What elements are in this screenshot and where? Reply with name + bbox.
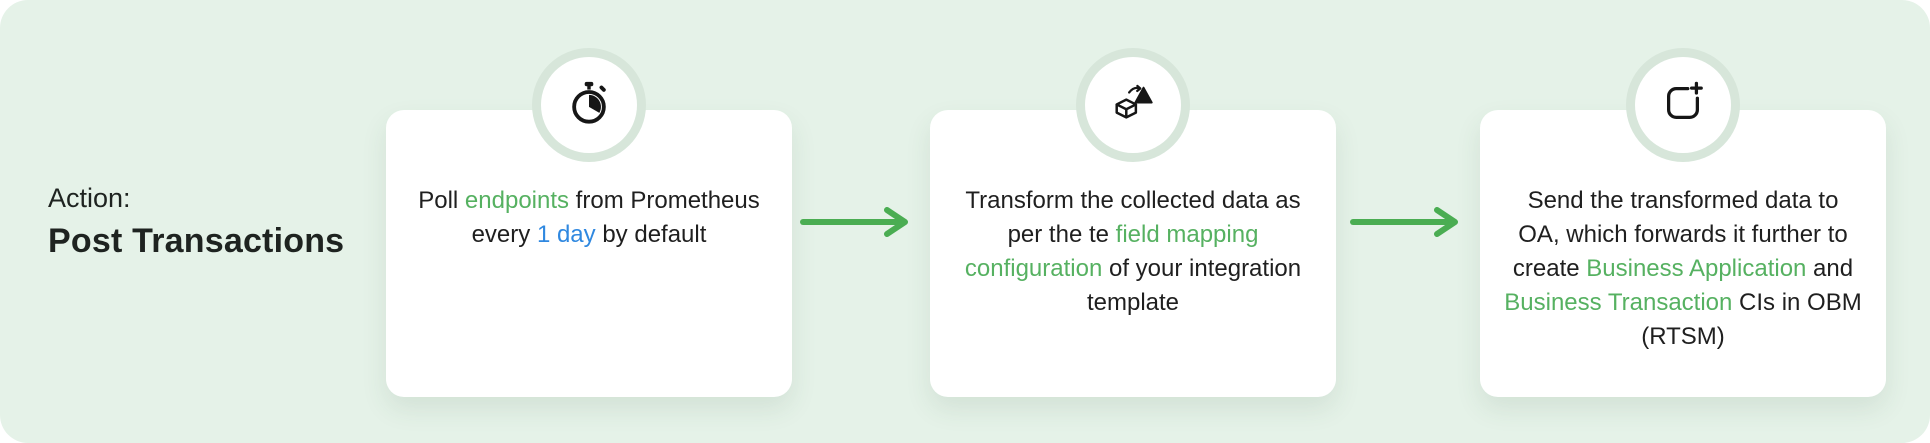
text-segment-highlight: field mapping configuration	[964, 221, 1259, 282]
action-title: Post Transactions	[48, 222, 345, 260]
step-card-send: Send the transformed data to OA, which f…	[1480, 57, 1886, 397]
text-segment: by default	[595, 221, 707, 248]
flow-arrow	[1349, 206, 1467, 243]
text-segment-highlight: Business Transaction	[1504, 289, 1733, 316]
step-text: Transform the collected data as per the …	[930, 110, 1336, 320]
action-label: Action:	[48, 183, 131, 213]
text-segment: Send the transformed data to OA, which f…	[1512, 187, 1848, 282]
text-segment: from Prometheus every	[471, 187, 760, 248]
transform-icon	[1110, 80, 1156, 131]
text-segment: and	[1806, 255, 1854, 282]
step-card-transform: Transform the collected data as per the …	[930, 57, 1336, 397]
text-segment: CIs in OBM (RTSM)	[1641, 289, 1862, 350]
text-segment-highlight: Business Application	[1586, 255, 1807, 282]
text-segment-highlight: endpoints	[464, 187, 570, 214]
text-segment: of your integration template	[1086, 255, 1302, 316]
stopwatch-icon	[566, 80, 612, 131]
action-block: Action: Post Transactions	[48, 183, 344, 261]
step-card-poll: Poll endpoints from Prometheus every 1 d…	[386, 57, 792, 397]
flow-arrow	[799, 206, 917, 243]
step-text: Poll endpoints from Prometheus every 1 d…	[386, 110, 792, 252]
text-segment: Poll	[418, 187, 465, 214]
send-plus-icon	[1660, 80, 1706, 131]
text-segment: Transform the collected data as per the …	[965, 187, 1301, 248]
step-text: Send the transformed data to OA, which f…	[1480, 110, 1886, 354]
step-icon-circle	[1635, 57, 1731, 153]
text-segment-highlight: 1 day	[536, 221, 596, 248]
step-icon-circle	[541, 57, 637, 153]
step-icon-circle	[1085, 57, 1181, 153]
